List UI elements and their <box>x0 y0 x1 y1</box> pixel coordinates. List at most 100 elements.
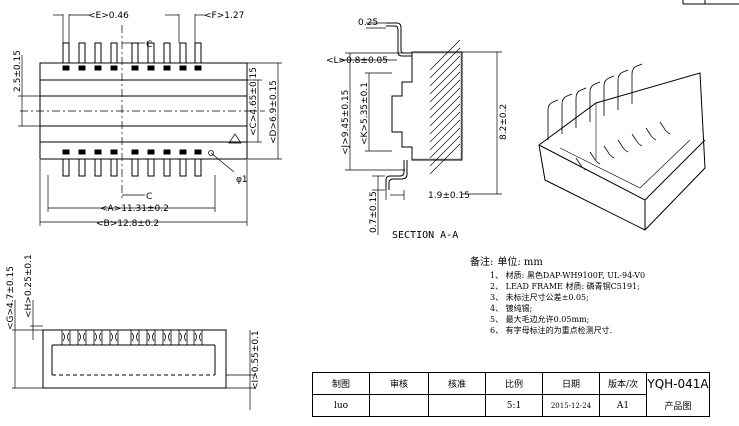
pin-top <box>147 42 155 64</box>
pin-top <box>110 42 118 64</box>
tb-doc-type: 产品图 <box>646 394 710 417</box>
side-pin-contact <box>179 332 187 342</box>
section-title: SECTION A-A <box>392 230 458 241</box>
pin-pad <box>62 149 70 155</box>
note-item: 4、 镀纯锡; <box>490 304 533 313</box>
pin-pad <box>131 65 139 71</box>
pin-bottom <box>110 158 118 177</box>
dim-f-label: <F>1.27 <box>204 11 244 21</box>
pin-bottom <box>163 158 171 177</box>
iso-pin <box>631 133 643 147</box>
dim-a-label: <A>11.31±0.2 <box>100 204 169 214</box>
iso-pin <box>659 121 671 135</box>
pin-bottom <box>179 158 187 177</box>
pin-pad <box>163 65 171 71</box>
note-item: 2、 LEAD FRAME 材质: 磷青铜C5191; <box>490 282 640 291</box>
dim-8p2-label: 8.2±0.2 <box>499 104 509 140</box>
pin-pad <box>110 65 118 71</box>
pin-pad <box>179 149 187 155</box>
tb-value <box>369 394 429 417</box>
pin-top <box>194 42 202 64</box>
tb-value: 5:1 <box>485 394 543 417</box>
iso-pin <box>561 93 573 134</box>
dim-1p9-label: 1.9±0.15 <box>428 191 470 201</box>
dim-h-label: <H>0.25±0.1 <box>24 254 34 318</box>
dim-e-label: <E>0.46 <box>88 11 129 21</box>
pin-pad <box>194 149 202 155</box>
side-pin <box>130 329 140 346</box>
note-item: 6、 有字母标注的为重点检测尺寸. <box>490 326 613 335</box>
side-pin-contact <box>110 332 118 342</box>
dim-j-label: <J>9.45±0.15 <box>341 90 351 155</box>
notes-block: 备注:单位: mm 1、 材质: 黑色DAP-WH9100F, UL-94-V0… <box>470 253 730 336</box>
tb-value: 2015-12-24 <box>542 394 600 417</box>
side-pin <box>109 329 119 346</box>
side-view <box>12 300 255 410</box>
note-item: 5、 最大毛边允许0.05mm; <box>490 315 590 324</box>
side-pin <box>77 329 87 346</box>
pin-top <box>131 42 139 64</box>
iso-pin <box>603 145 615 159</box>
tb-header: 版本/次 <box>599 372 647 395</box>
pin-pad <box>147 65 155 71</box>
side-pin <box>93 329 103 346</box>
iso-pin <box>617 139 629 153</box>
tb-header: 核准 <box>428 372 486 395</box>
tb-header: 比例 <box>485 372 543 395</box>
pin-bottom <box>62 158 70 177</box>
dim-b-label: <B>12.8±0.2 <box>96 219 159 229</box>
note-item: 1、 材质: 黑色DAP-WH9100F, UL-94-V0 <box>490 271 646 280</box>
pin-pad <box>194 65 202 71</box>
title-block: 制图 审核 核准 比例 日期 版本/次 YQH-041A luo 5:1 201… <box>312 372 710 417</box>
pin-bottom <box>78 158 86 177</box>
pin-top <box>179 42 187 64</box>
pin-bottom <box>94 158 102 177</box>
side-pin-contact <box>94 332 102 342</box>
pin-bottom <box>131 158 139 177</box>
tb-header: 审核 <box>369 372 429 395</box>
tb-part-no: YQH-041A <box>646 372 710 395</box>
pin-top <box>62 42 70 64</box>
tb-header: 制图 <box>312 372 370 395</box>
dim-c-label: <C>4.65±0.15 <box>249 67 259 136</box>
iso-view <box>538 63 706 231</box>
note-item: 3、 未标注尺寸公差±0.05; <box>490 293 589 302</box>
side-pin <box>146 329 156 346</box>
tb-value: A1 <box>599 394 647 417</box>
pin-top <box>94 42 102 64</box>
iso-pin <box>589 151 601 165</box>
pin-bottom <box>147 158 155 177</box>
tb-value <box>428 394 486 417</box>
tb-value: luo <box>312 394 370 417</box>
pin-pad <box>78 149 86 155</box>
dim-l-label: <L>0.8±0.05 <box>326 56 388 66</box>
side-pin <box>193 329 203 346</box>
dim-0p7-label: 0.7±0.15 <box>369 191 379 233</box>
dim-d-label: <D>6.9±0.15 <box>269 80 279 144</box>
pin-pad <box>147 149 155 155</box>
pin-pad <box>94 65 102 71</box>
iso-pin <box>575 87 587 128</box>
pin-pad <box>110 149 118 155</box>
section-mark-top: C <box>146 40 152 50</box>
side-pin-contact <box>147 332 155 342</box>
iso-pin <box>547 99 559 140</box>
pin-pad <box>179 65 187 71</box>
section-view <box>339 22 502 235</box>
dim-i-label: <I>0.55±0.1 <box>251 330 261 390</box>
side-pin-contact <box>62 332 70 342</box>
iso-pin <box>645 127 657 141</box>
iso-pin <box>575 157 587 171</box>
tb-header: 日期 <box>542 372 600 395</box>
iso-pin <box>589 81 601 122</box>
iso-pin <box>617 69 629 110</box>
side-pin-contact <box>131 332 139 342</box>
side-pin-contact <box>194 332 202 342</box>
pin-pad <box>78 65 86 71</box>
side-pin <box>61 329 71 346</box>
dim-phi-label: φ1 <box>236 175 248 185</box>
notes-unit: 单位: mm <box>497 257 543 268</box>
iso-pin <box>631 63 643 104</box>
pin-bottom <box>194 158 202 177</box>
pin-top <box>78 42 86 64</box>
